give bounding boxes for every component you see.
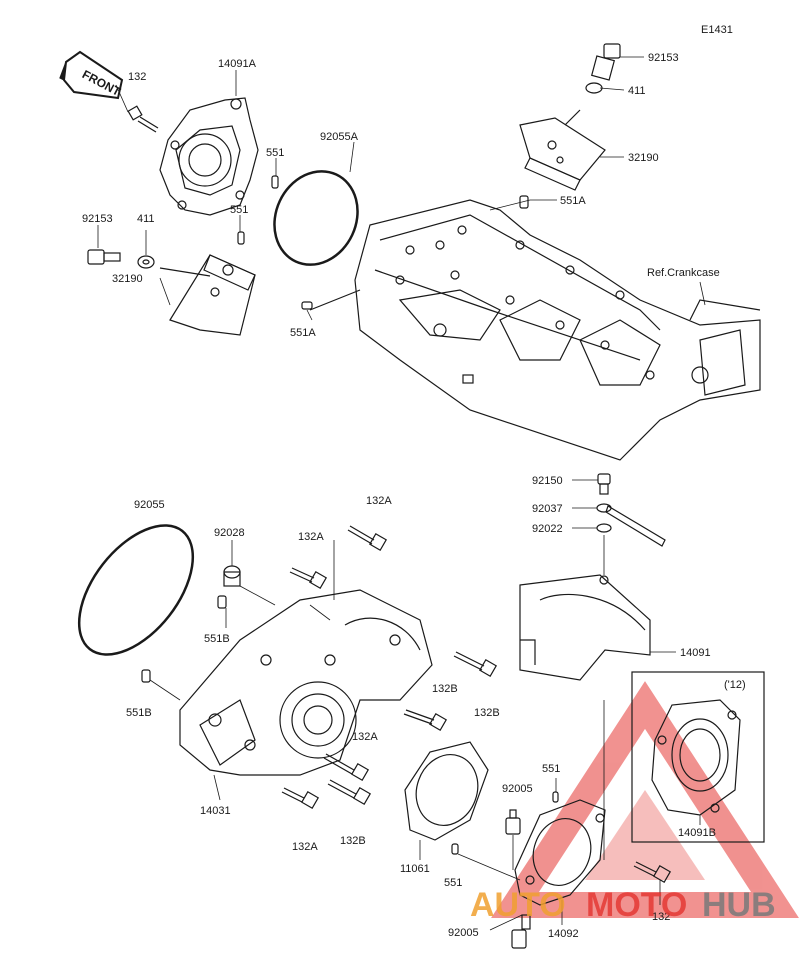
bolt-132b-mid xyxy=(403,709,448,732)
bolt-92153-right xyxy=(590,43,621,81)
fitting-92005-b xyxy=(511,914,531,949)
crankcase xyxy=(309,199,761,461)
label-92022: 92022 xyxy=(532,523,563,535)
label-132a-low: 132A xyxy=(352,731,378,743)
fitting-92005-a xyxy=(505,809,521,835)
label-92055: 92055 xyxy=(134,499,165,511)
watermark-triangle xyxy=(491,681,799,918)
label-132-bot: 132 xyxy=(652,911,670,923)
label-411-left: 411 xyxy=(137,213,155,225)
bolt-132a-bot xyxy=(281,787,320,810)
cover-14091 xyxy=(519,574,651,681)
label-14091b: 14091B xyxy=(678,827,716,839)
cover-14031 xyxy=(179,589,433,776)
label-14091: 14091 xyxy=(680,647,711,659)
cover-14092 xyxy=(514,799,606,906)
label-551b-bot: 551B xyxy=(126,707,152,719)
label-92055a: 92055A xyxy=(320,131,359,143)
watermark-hub: HUB xyxy=(702,886,776,924)
label-551b-top: 551B xyxy=(204,633,230,645)
bolt-132-bot xyxy=(633,861,672,884)
label-551-a: 551 xyxy=(266,147,284,159)
label-92037: 92037 xyxy=(532,503,563,515)
label-411-right: 411 xyxy=(628,85,646,97)
dowel-551-a xyxy=(271,175,279,189)
bolt-92153-left xyxy=(87,249,121,265)
dowel-551-low xyxy=(451,843,459,855)
diagram-code: E1431 xyxy=(701,24,733,36)
label-92005-a: 92005 xyxy=(502,783,533,795)
cover-14091a xyxy=(159,97,259,216)
label-132a-top: 132A xyxy=(366,495,392,507)
label-551-b: 551 xyxy=(230,204,248,216)
dowel-551b-top xyxy=(217,595,227,609)
bolt-92150 xyxy=(597,473,611,495)
label-92150: 92150 xyxy=(532,475,563,487)
label-92028: 92028 xyxy=(214,527,245,539)
label-132b-low: 132B xyxy=(340,835,366,847)
label-11061: 11061 xyxy=(400,863,430,875)
bolt-132a-top xyxy=(347,525,388,552)
dowel-551-b xyxy=(237,231,245,245)
watermark-moto: MOTO xyxy=(586,886,687,924)
label-14031: 14031 xyxy=(200,805,231,817)
washer-411-right xyxy=(585,82,603,94)
dowel-551a-left xyxy=(301,301,313,310)
dowel-551b-bot xyxy=(141,669,151,683)
watermark-auto: AUTO xyxy=(470,886,566,924)
watermark-text: AUTO MOTO HUB xyxy=(470,886,776,924)
bolt-132b-low xyxy=(327,779,372,806)
label-14092: 14092 xyxy=(548,928,579,940)
label-132b-mid: 132B xyxy=(432,683,458,695)
label-92153-right: 92153 xyxy=(648,52,679,64)
bracket-32190-right xyxy=(519,109,606,191)
gasket-11061 xyxy=(404,741,489,841)
bolt-132a-mid xyxy=(289,567,328,590)
label-92153-left: 92153 xyxy=(82,213,113,225)
cover-14091b xyxy=(651,699,741,816)
leader-lines xyxy=(97,56,706,931)
bolt-132a-low xyxy=(323,753,370,782)
label-132-top: 132 xyxy=(128,71,146,83)
bracket-32190-left xyxy=(159,254,256,336)
variant-box xyxy=(631,671,765,843)
label-32190-left: 32190 xyxy=(112,273,143,285)
label-132b-right: 132B xyxy=(474,707,500,719)
washer-411-left xyxy=(137,255,155,269)
label-132a-bot: 132A xyxy=(292,841,318,853)
dowel-551-mid xyxy=(552,791,559,803)
bolt-132-top xyxy=(127,105,159,133)
plug-92028 xyxy=(223,565,241,587)
bolt-132b-right xyxy=(453,651,498,678)
oring-92055 xyxy=(77,524,195,656)
dowel-551a-right xyxy=(519,195,529,209)
label-551a-left: 551A xyxy=(290,327,316,339)
label-14091a: 14091A xyxy=(218,58,257,70)
label-32190-right: 32190 xyxy=(628,152,659,164)
label-551a-right: 551A xyxy=(560,195,586,207)
labels: E1431 FRONT Ref.Crankcase ('12) 132 1409… xyxy=(80,24,746,940)
washer-92022 xyxy=(596,523,612,533)
label-551-mid: 551 xyxy=(542,763,560,775)
label-132a-mid: 132A xyxy=(298,531,324,543)
crankcase-ref-label: Ref.Crankcase xyxy=(647,267,720,279)
front-arrow-icon xyxy=(59,50,124,100)
label-551-low: 551 xyxy=(444,877,462,889)
variant-label: ('12) xyxy=(724,679,746,691)
label-92005-b: 92005 xyxy=(448,927,479,939)
oring-92055a xyxy=(273,170,359,266)
